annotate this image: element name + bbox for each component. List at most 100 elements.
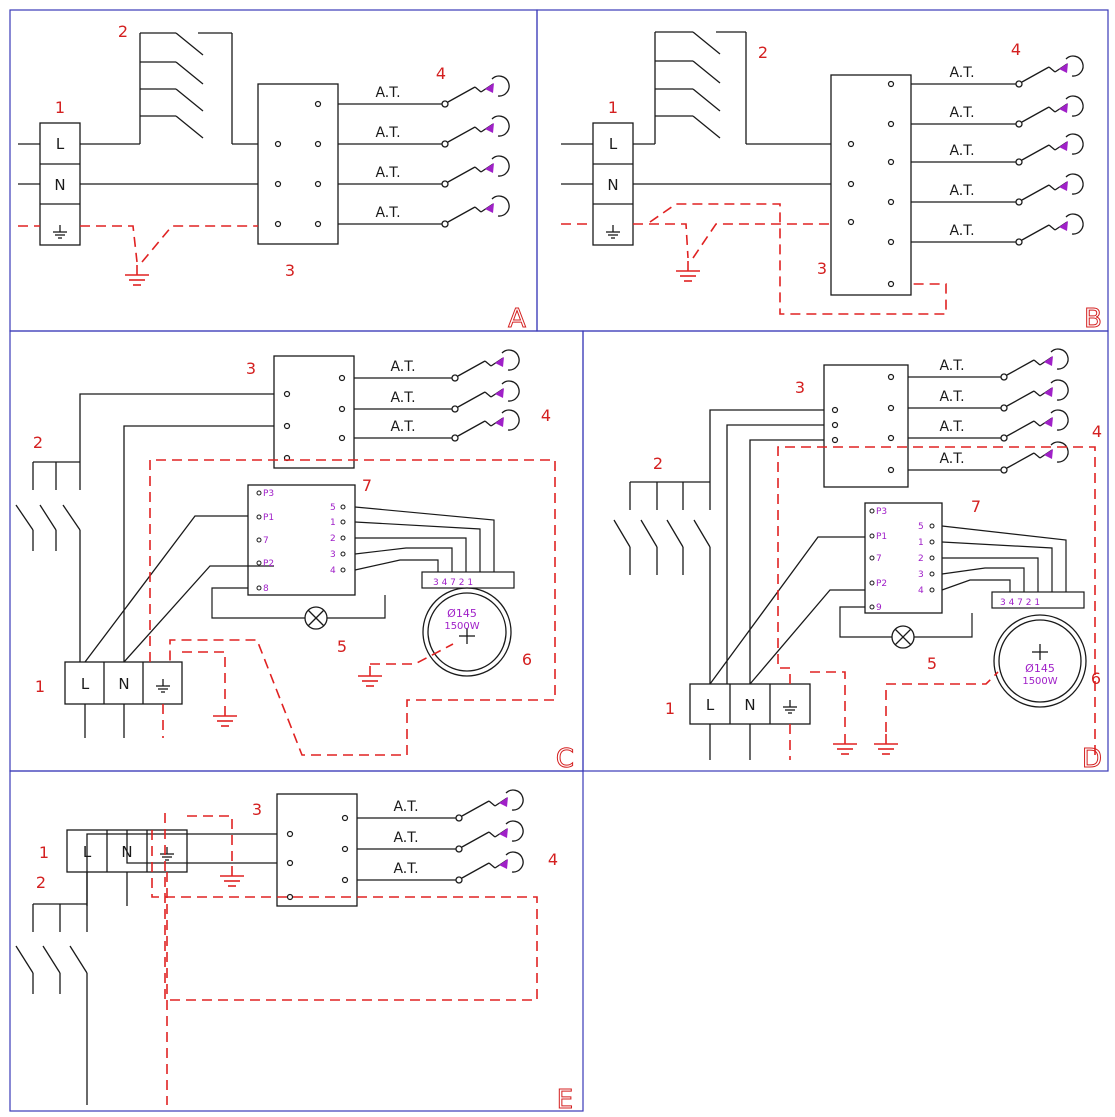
terminal-l: L xyxy=(81,675,90,693)
motor-icon xyxy=(993,614,1087,708)
pin-label: 9 xyxy=(876,603,882,613)
panel-c: L N xyxy=(15,349,575,775)
lamp-switch-icon xyxy=(1000,348,1069,381)
at-label: A.T. xyxy=(390,359,415,375)
panel-a: L N xyxy=(18,22,527,335)
label-6: 6 xyxy=(1091,669,1101,688)
label-5: 5 xyxy=(927,654,937,673)
terminal-n: N xyxy=(54,176,65,194)
panel-letter-d: D xyxy=(1082,744,1102,774)
at-label: A.T. xyxy=(393,861,418,877)
panel-frames xyxy=(9,9,1109,1112)
pin-label: 4 xyxy=(918,586,924,596)
panel-letter-e: E xyxy=(557,1085,573,1115)
label-2: 2 xyxy=(758,43,768,62)
pin-label: P3 xyxy=(876,507,887,517)
panel-letter-a: A xyxy=(508,304,526,334)
earth-symbol-icon xyxy=(212,705,238,727)
pin-label: 1 xyxy=(918,538,924,548)
label-1: 1 xyxy=(665,699,675,718)
lamp-switch-icon xyxy=(1015,133,1084,166)
pin-label: 4 xyxy=(330,566,336,576)
earth-symbol-icon xyxy=(124,264,150,286)
label-6: 6 xyxy=(522,650,532,669)
terminal-l: L xyxy=(706,696,715,714)
earth-symbol-icon xyxy=(832,733,858,755)
terminal-n: N xyxy=(607,176,618,194)
pin-label: 1 xyxy=(330,518,336,528)
pin-label: 2 xyxy=(330,534,336,544)
label-3: 3 xyxy=(252,800,262,819)
terminal-n: N xyxy=(744,696,755,714)
lamp-switch-icon xyxy=(1000,409,1069,442)
switch-icon xyxy=(15,903,88,1105)
at-label: A.T. xyxy=(939,389,964,405)
label-1: 1 xyxy=(39,843,49,862)
pin-label: P2 xyxy=(876,579,887,589)
motor-icon xyxy=(422,587,512,677)
at-label: A.T. xyxy=(393,799,418,815)
label-5: 5 xyxy=(337,637,347,656)
at-label: A.T. xyxy=(390,419,415,435)
at-label: A.T. xyxy=(390,390,415,406)
at-label: A.T. xyxy=(949,143,974,159)
pin-label: 3 xyxy=(918,570,924,580)
at-label: A.T. xyxy=(939,451,964,467)
label-2: 2 xyxy=(653,454,663,473)
terminal-l: L xyxy=(609,135,618,153)
at-label: A.T. xyxy=(375,205,400,221)
pin-label: 7 xyxy=(263,536,269,546)
motor-diameter: Ø145 xyxy=(1025,662,1055,675)
label-7: 7 xyxy=(362,476,372,495)
lamp-switch-icon xyxy=(441,75,510,108)
panel-e: L N A.T. xyxy=(15,789,574,1116)
label-7: 7 xyxy=(971,497,981,516)
label-3: 3 xyxy=(246,359,256,378)
switch-icon xyxy=(15,461,81,662)
lamp-switch-icon xyxy=(441,195,510,228)
label-4: 4 xyxy=(436,64,446,83)
pin-label: 7 xyxy=(876,554,882,564)
lamp-switch-icon xyxy=(1015,55,1084,88)
label-4: 4 xyxy=(1011,40,1021,59)
switch-icon xyxy=(613,481,711,684)
label-1: 1 xyxy=(608,98,618,117)
motor-power: 1500W xyxy=(1022,676,1057,687)
switch-icon xyxy=(139,32,258,145)
panel-d: L N xyxy=(613,348,1103,775)
panel-letter-b: B xyxy=(1084,304,1102,334)
switch-icon xyxy=(654,31,831,145)
lamp-switch-icon xyxy=(441,155,510,188)
lamp-switch-icon xyxy=(455,851,524,884)
pin-label: 3 xyxy=(330,550,336,560)
label-3: 3 xyxy=(817,259,827,278)
pin-label: P1 xyxy=(263,513,274,523)
pin-label: 5 xyxy=(918,522,924,532)
label-4: 4 xyxy=(541,406,551,425)
lamp-icon xyxy=(304,606,328,630)
at-label: A.T. xyxy=(393,830,418,846)
motor-diameter: Ø145 xyxy=(447,607,477,620)
earth-symbol-icon xyxy=(219,865,245,887)
at-label: A.T. xyxy=(375,165,400,181)
lamp-switch-icon xyxy=(1015,213,1084,246)
at-label: A.T. xyxy=(949,223,974,239)
pin-label: P2 xyxy=(263,559,274,569)
at-label: A.T. xyxy=(375,125,400,141)
pin-label: 8 xyxy=(263,584,269,594)
lamp-switch-icon xyxy=(455,820,524,853)
lamp-icon xyxy=(891,625,915,649)
panel-letter-c: C xyxy=(556,744,574,774)
terminal-l: L xyxy=(56,135,65,153)
label-2: 2 xyxy=(36,873,46,892)
label-2: 2 xyxy=(33,433,43,452)
strip-label: 3 4 7 2 1 xyxy=(1000,598,1040,608)
label-2: 2 xyxy=(118,22,128,41)
earth-terminal-icon xyxy=(155,678,171,693)
panel-b: L N xyxy=(561,31,1102,335)
lamp-switch-icon xyxy=(441,115,510,148)
lamp-switch-icon xyxy=(451,380,520,413)
at-label: A.T. xyxy=(375,85,400,101)
pin-label: 5 xyxy=(330,503,336,513)
